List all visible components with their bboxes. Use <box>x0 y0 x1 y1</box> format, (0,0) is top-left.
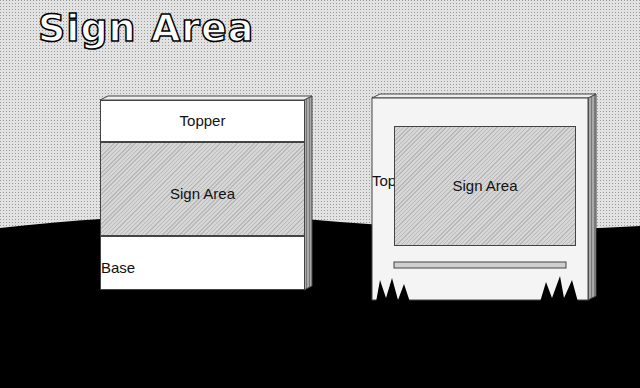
sign-area-panel: Sign Area <box>394 126 576 246</box>
sign-frame: TopperSign Area <box>372 98 588 258</box>
part-label: Base <box>101 260 135 277</box>
sign-frame <box>372 98 588 300</box>
sign-top <box>372 94 596 98</box>
sign-side <box>588 94 596 300</box>
part-label: Topper <box>180 113 226 130</box>
base-panel: Base <box>100 236 305 290</box>
topper-panel: Topper <box>100 100 305 142</box>
sign-area-panel: Sign Area <box>100 142 305 236</box>
part-label: Sign Area <box>452 178 517 195</box>
sign-side <box>304 96 312 290</box>
title: Sign Area <box>38 6 254 50</box>
part-label: Sign Area <box>170 186 235 203</box>
frame-rail <box>394 262 566 268</box>
